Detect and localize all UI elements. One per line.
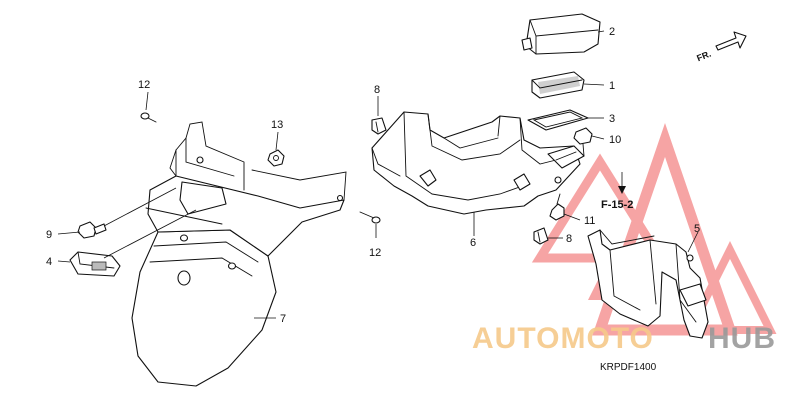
watermark-part1: AUTOMOTO [472, 322, 654, 355]
reference-arrow [618, 172, 626, 194]
callout-2: 2 [609, 26, 615, 38]
diagram-code: KRPDF1400 [600, 362, 657, 373]
callout-4: 4 [46, 256, 52, 268]
clip-8-top [371, 117, 387, 135]
callout-3: 3 [609, 113, 615, 125]
callout-12-right: 12 [369, 247, 381, 259]
reflector-4 [69, 251, 121, 277]
callout-11: 11 [584, 215, 595, 227]
bolt-10 [573, 127, 593, 157]
callout-1: 1 [609, 80, 615, 92]
callout-10: 10 [609, 134, 621, 146]
rear-fender [131, 121, 347, 387]
bolt-12-top [140, 112, 157, 123]
bolt-12-right [359, 211, 381, 224]
leader-lines [57, 30, 699, 319]
callout-7: 7 [280, 313, 286, 325]
callout-6: 6 [470, 237, 476, 249]
bolt-9 [77, 221, 107, 239]
luggage-tray-6 [371, 111, 585, 215]
watermark-part2: HUB [708, 322, 776, 355]
nut-13 [267, 149, 285, 167]
callout-8-top: 8 [374, 84, 380, 96]
callout-12-top: 12 [138, 79, 150, 91]
callout-9: 9 [46, 229, 52, 241]
clip-8-bottom [533, 227, 549, 245]
watermark-text: AUTOMOTO HUB [472, 322, 776, 355]
callout-8-bottom: 8 [566, 233, 572, 245]
front-direction-label: FR. [695, 49, 712, 64]
callout-5: 5 [694, 223, 700, 235]
case-lid-2 [521, 13, 601, 55]
screw-11 [549, 193, 565, 221]
callout-numbers: 2 1 3 10 11 8 5 6 7 9 4 12 13 12 8 [46, 26, 700, 325]
seal-3 [527, 109, 589, 131]
rear-stay-5 [587, 229, 709, 339]
callout-13: 13 [271, 119, 283, 131]
front-direction-indicator [715, 31, 747, 51]
reference-label: F-15-2 [601, 199, 633, 211]
sponge-pad-1 [531, 71, 585, 99]
